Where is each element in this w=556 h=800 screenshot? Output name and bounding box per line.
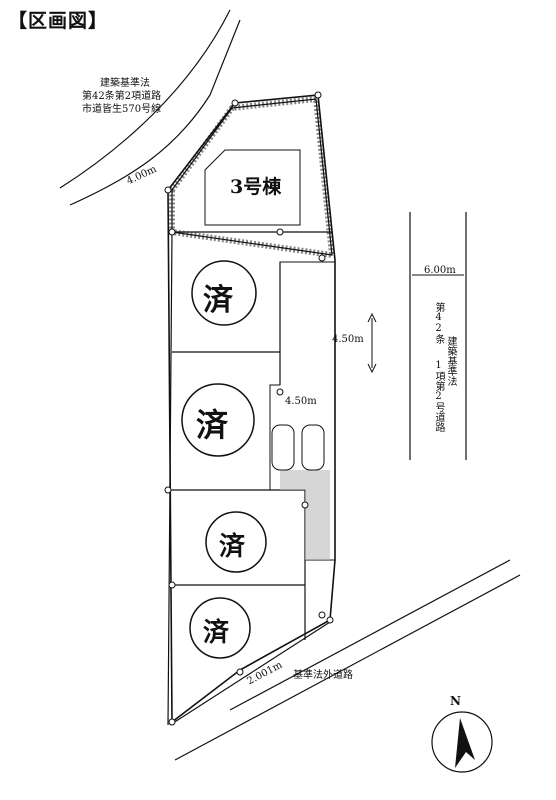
south-road-edge-2 xyxy=(174,574,521,761)
corner-marker xyxy=(318,254,326,262)
corner-marker xyxy=(318,611,326,619)
lot-1-sold-text: 済 xyxy=(203,618,230,648)
corner-marker xyxy=(326,616,334,624)
corner-marker xyxy=(164,186,172,194)
corner-marker xyxy=(164,486,172,494)
car-2 xyxy=(301,424,325,471)
north-road-edge-inner xyxy=(69,19,241,206)
compass-label: N xyxy=(450,694,461,708)
corner-marker xyxy=(236,668,244,676)
driveway-hatch xyxy=(280,470,330,560)
corner-marker xyxy=(168,581,176,589)
access-width-label-2: 4.50m xyxy=(285,396,317,407)
lot-3-sold-text: 済 xyxy=(196,406,229,444)
lot-4-sold-circle xyxy=(191,260,257,326)
north-road-label-3: 市道皆生570号線 xyxy=(82,104,162,115)
dimension-arrow-head-bottom xyxy=(367,363,377,374)
compass-needle xyxy=(455,718,475,768)
east-road-vertical-label-3: 1項第2号道路 xyxy=(433,360,444,432)
corner-marker xyxy=(276,228,284,236)
south-road-label: 基準法外道路 xyxy=(293,670,353,681)
compass-circle xyxy=(431,711,493,773)
south-road-edge-3 xyxy=(229,559,511,711)
north-road-label-1: 建築基準法 xyxy=(100,78,150,89)
east-road-vertical-label-1: 第42条 xyxy=(433,302,444,344)
corner-marker xyxy=(276,388,284,396)
access-width-label: 4.50m xyxy=(332,334,364,345)
corner-marker xyxy=(168,718,176,726)
lot-2-sold-circle xyxy=(205,511,267,573)
north-road-label-2: 第42条第2項道路 xyxy=(82,91,162,102)
lot-3-label: 3号棟 xyxy=(230,176,282,198)
corner-marker xyxy=(168,228,176,236)
lot-3-sold-circle xyxy=(181,383,255,457)
east-road-vertical-label-2: 建築基準法 xyxy=(445,336,456,386)
corner-marker xyxy=(314,91,322,99)
lot-4-sold-text: 済 xyxy=(203,283,233,318)
south-road-edge-1 xyxy=(169,621,331,726)
lot-3-building xyxy=(204,149,301,226)
page-title: 【区画図】 xyxy=(8,10,109,32)
corner-marker xyxy=(231,99,239,107)
lot-left-edge xyxy=(167,231,173,726)
car-1 xyxy=(271,424,295,471)
dimension-arrow-head-top xyxy=(367,312,377,323)
north-road-edge-outer xyxy=(59,9,231,189)
east-road-width: 6.00m xyxy=(424,265,456,276)
corner-marker xyxy=(301,501,309,509)
lot-3-outline xyxy=(171,98,333,256)
lot-1-sold-circle xyxy=(189,597,251,659)
corner-markers xyxy=(164,91,334,726)
lot-2-sold-text: 済 xyxy=(219,532,246,562)
